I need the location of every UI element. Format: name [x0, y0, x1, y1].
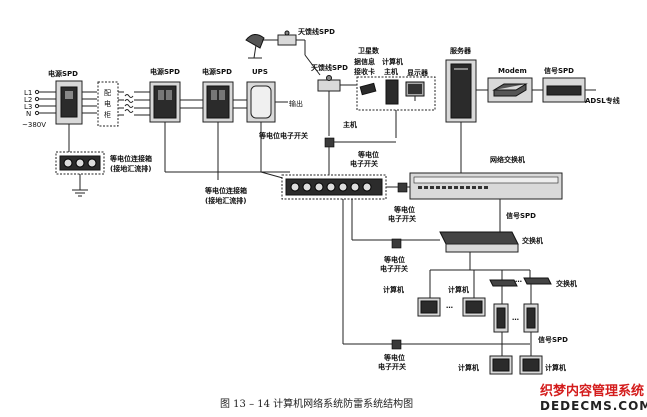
eq-box-mid-label-1: 等电位连接箱 [204, 186, 247, 195]
computer-d-label: 计算机 [545, 363, 566, 372]
computer-host-label-1: 计算机 [382, 57, 403, 66]
power-spd-3-label: 电源SPD [202, 67, 232, 76]
dots-3: … [512, 314, 519, 322]
svg-text:柜: 柜 [104, 110, 111, 119]
distribution-cabinet: 配 电 柜 [97, 81, 119, 127]
server-device [445, 59, 477, 123]
dots-2: … [515, 276, 522, 284]
signal-spd-mid-label: 信号SPD [506, 211, 536, 220]
ups-label: UPS [252, 68, 268, 76]
equip-switch-4-label-b: 电子开关 [380, 264, 408, 273]
satellite-label-3: 接收卡 [354, 67, 375, 76]
switch-right-devices [489, 277, 552, 287]
svg-text:电: 电 [104, 99, 111, 108]
equip-switch-4-icon [391, 238, 402, 249]
computer-row-2 [489, 355, 543, 375]
signal-spd-top-device [542, 77, 586, 103]
l1-label: L1 [24, 89, 32, 97]
satellite-label-1: 卫星数 [358, 46, 380, 55]
power-spd-2-label: 电源SPD [150, 67, 180, 76]
power-spd-1-device [55, 80, 83, 125]
power-spd-1-label: 电源SPD [48, 69, 78, 78]
network-switch-device [409, 172, 563, 200]
power-input-lines [34, 89, 58, 116]
power-spd-2-device [149, 81, 181, 123]
adsl-label: ADSL专线 [585, 96, 620, 105]
watermark-line-2: DEDECMS.COM [540, 399, 647, 413]
computer-c-label: 计算机 [458, 363, 479, 372]
host-label: 主机 [343, 120, 357, 129]
computer-host-label-2: 主机 [384, 67, 398, 76]
antenna-spd-top-device [277, 30, 297, 46]
ground-icon [72, 174, 88, 197]
voltage-label: ~380V [22, 121, 46, 129]
equip-switch-2-label-a: 等电位 [357, 150, 379, 159]
modem-label: Modem [498, 67, 527, 75]
equip-switch-2-icon [324, 137, 335, 148]
signal-spd-top-label: 信号SPD [544, 66, 574, 75]
display-label: 显示器 [407, 68, 429, 77]
dots-1: … [446, 302, 453, 310]
receiver-group [356, 76, 436, 111]
switch-right-label: 交换机 [556, 279, 577, 288]
switch-main-device [439, 231, 519, 253]
satellite-label-2: 据信息 [354, 57, 375, 66]
net-switch-label: 网络交换机 [490, 155, 525, 164]
break-symbol [124, 94, 134, 113]
power-spd-3-device [202, 81, 234, 123]
watermark-line-1: 织梦内容管理系统 [540, 383, 644, 399]
antenna-spd-mid-device [317, 75, 341, 92]
antenna-spd-mid-label: 天馈线SPD [311, 63, 348, 72]
computer-row-1 [417, 297, 486, 317]
equip-switch-1-label: 等电位电子开关 [258, 131, 308, 140]
equip-switch-5-label-b: 电子开关 [378, 362, 406, 371]
equip-switch-3-label-b: 电子开关 [388, 214, 416, 223]
eq-box-mid-label-2: (接地汇流排) [205, 196, 246, 205]
antenna-spd-top-label: 天馈线SPD [298, 27, 335, 36]
equip-switch-4-label-a: 等电位 [383, 255, 405, 264]
ups-device [246, 81, 276, 123]
eq-box-main [281, 174, 387, 200]
computer-b-label: 计算机 [448, 285, 469, 294]
equip-switch-3-icon [397, 182, 408, 193]
l3-label: L3 [24, 103, 32, 111]
equip-switch-2-label-b: 电子开关 [350, 159, 378, 168]
signal-spd-bottom-label: 信号SPD [538, 335, 568, 344]
l2-label: L2 [24, 96, 32, 104]
output-label: 输出 [289, 99, 303, 108]
modem-device [487, 77, 533, 103]
switch-main-label: 交换机 [522, 236, 543, 245]
eq-box-left-label-2: (接地汇流排) [110, 164, 151, 173]
n-label: N [26, 110, 31, 118]
eq-box-left-label-1: 等电位连接箱 [109, 154, 152, 163]
figure-caption: 图 13 – 14 计算机网络系统防雷系统结构图 [220, 397, 413, 410]
signal-spd-bottom-devices [493, 303, 539, 333]
equip-switch-5-label-a: 等电位 [383, 353, 405, 362]
dist-cab-label: 配 [104, 89, 111, 97]
computer-a-label: 计算机 [383, 285, 404, 294]
equip-switch-5-icon [391, 339, 402, 350]
equip-switch-3-label-a: 等电位 [393, 205, 415, 214]
server-label: 服务器 [450, 46, 472, 55]
eq-box-left [55, 151, 105, 175]
satellite-dish-icon [245, 34, 265, 59]
